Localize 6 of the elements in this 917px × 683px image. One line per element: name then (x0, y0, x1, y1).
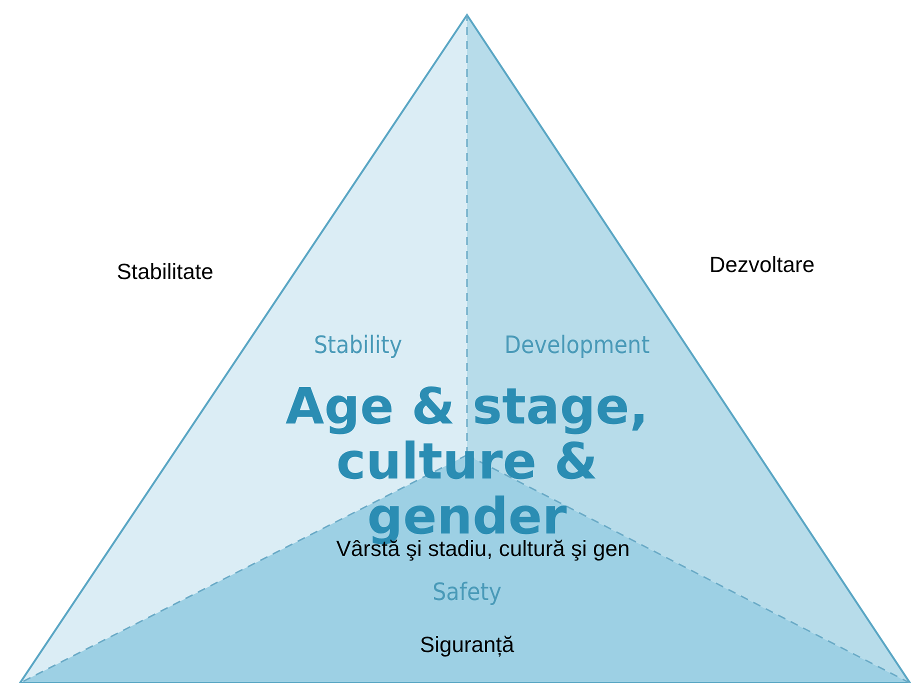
section-label: Development (504, 332, 650, 358)
section-label: Safety (432, 578, 502, 606)
translated-label: Stabilitate (116, 260, 214, 284)
translated-label: Dezvoltare (709, 252, 815, 278)
section-label: Stability (314, 332, 402, 358)
translated-label: Siguranță (420, 632, 514, 658)
